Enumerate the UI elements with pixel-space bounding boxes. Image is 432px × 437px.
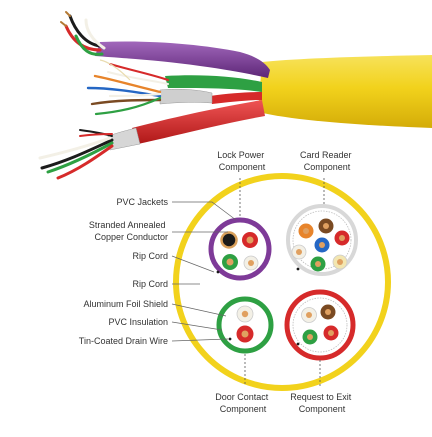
request-exit-label: Request to Exit Component xyxy=(290,392,354,414)
foil-shield-lower xyxy=(107,127,141,151)
green-jacket xyxy=(165,75,262,92)
rip-cord-label-2: Rip Cord xyxy=(132,279,168,289)
card-reader-label: Card Reader Component xyxy=(300,150,354,172)
cable-illustration xyxy=(38,11,432,180)
door-contact-bundle xyxy=(216,296,274,354)
cross-section xyxy=(173,173,391,391)
pvc-insulation-label: PVC Insulation xyxy=(108,317,168,327)
left-leaders xyxy=(171,201,237,342)
outer-yellow-jacket-ring xyxy=(173,173,391,391)
rip-cord-dot xyxy=(228,337,232,341)
card-reader-bundle xyxy=(286,204,358,276)
request-exit-bundle xyxy=(284,289,356,361)
aluminum-foil-label: Aluminum Foil Shield xyxy=(83,299,168,309)
drain-wire-dot xyxy=(296,342,300,346)
pvc-jackets-label: PVC Jackets xyxy=(116,197,168,207)
labels: Lock Power Component Card Reader Compone… xyxy=(79,150,354,414)
purple-jacket xyxy=(95,41,270,78)
door-contact-label: Door Contact Component xyxy=(215,392,271,414)
red-jacket-upper xyxy=(210,92,262,104)
rip-cord-strand xyxy=(99,59,131,81)
top-conductors xyxy=(60,11,106,56)
component-leaders xyxy=(239,178,325,386)
lock-power-bundle xyxy=(208,217,272,281)
drain-wire-label: Tin-Coated Drain Wire xyxy=(79,336,168,346)
lock-power-label: Lock Power Component xyxy=(217,150,267,172)
wire-black xyxy=(220,231,238,249)
rip-cord-dot xyxy=(216,270,220,274)
red-jacket-lower xyxy=(132,100,265,144)
lower-conductors xyxy=(38,129,114,180)
middle-conductors xyxy=(86,63,169,116)
drain-wire-dot xyxy=(296,267,300,271)
rip-cord-label-1: Rip Cord xyxy=(132,251,168,261)
foil-shield-upper xyxy=(159,88,213,105)
yellow-outer-jacket xyxy=(258,55,432,128)
stranded-conductor-label: Stranded Annealed Copper Conductor xyxy=(89,220,168,242)
